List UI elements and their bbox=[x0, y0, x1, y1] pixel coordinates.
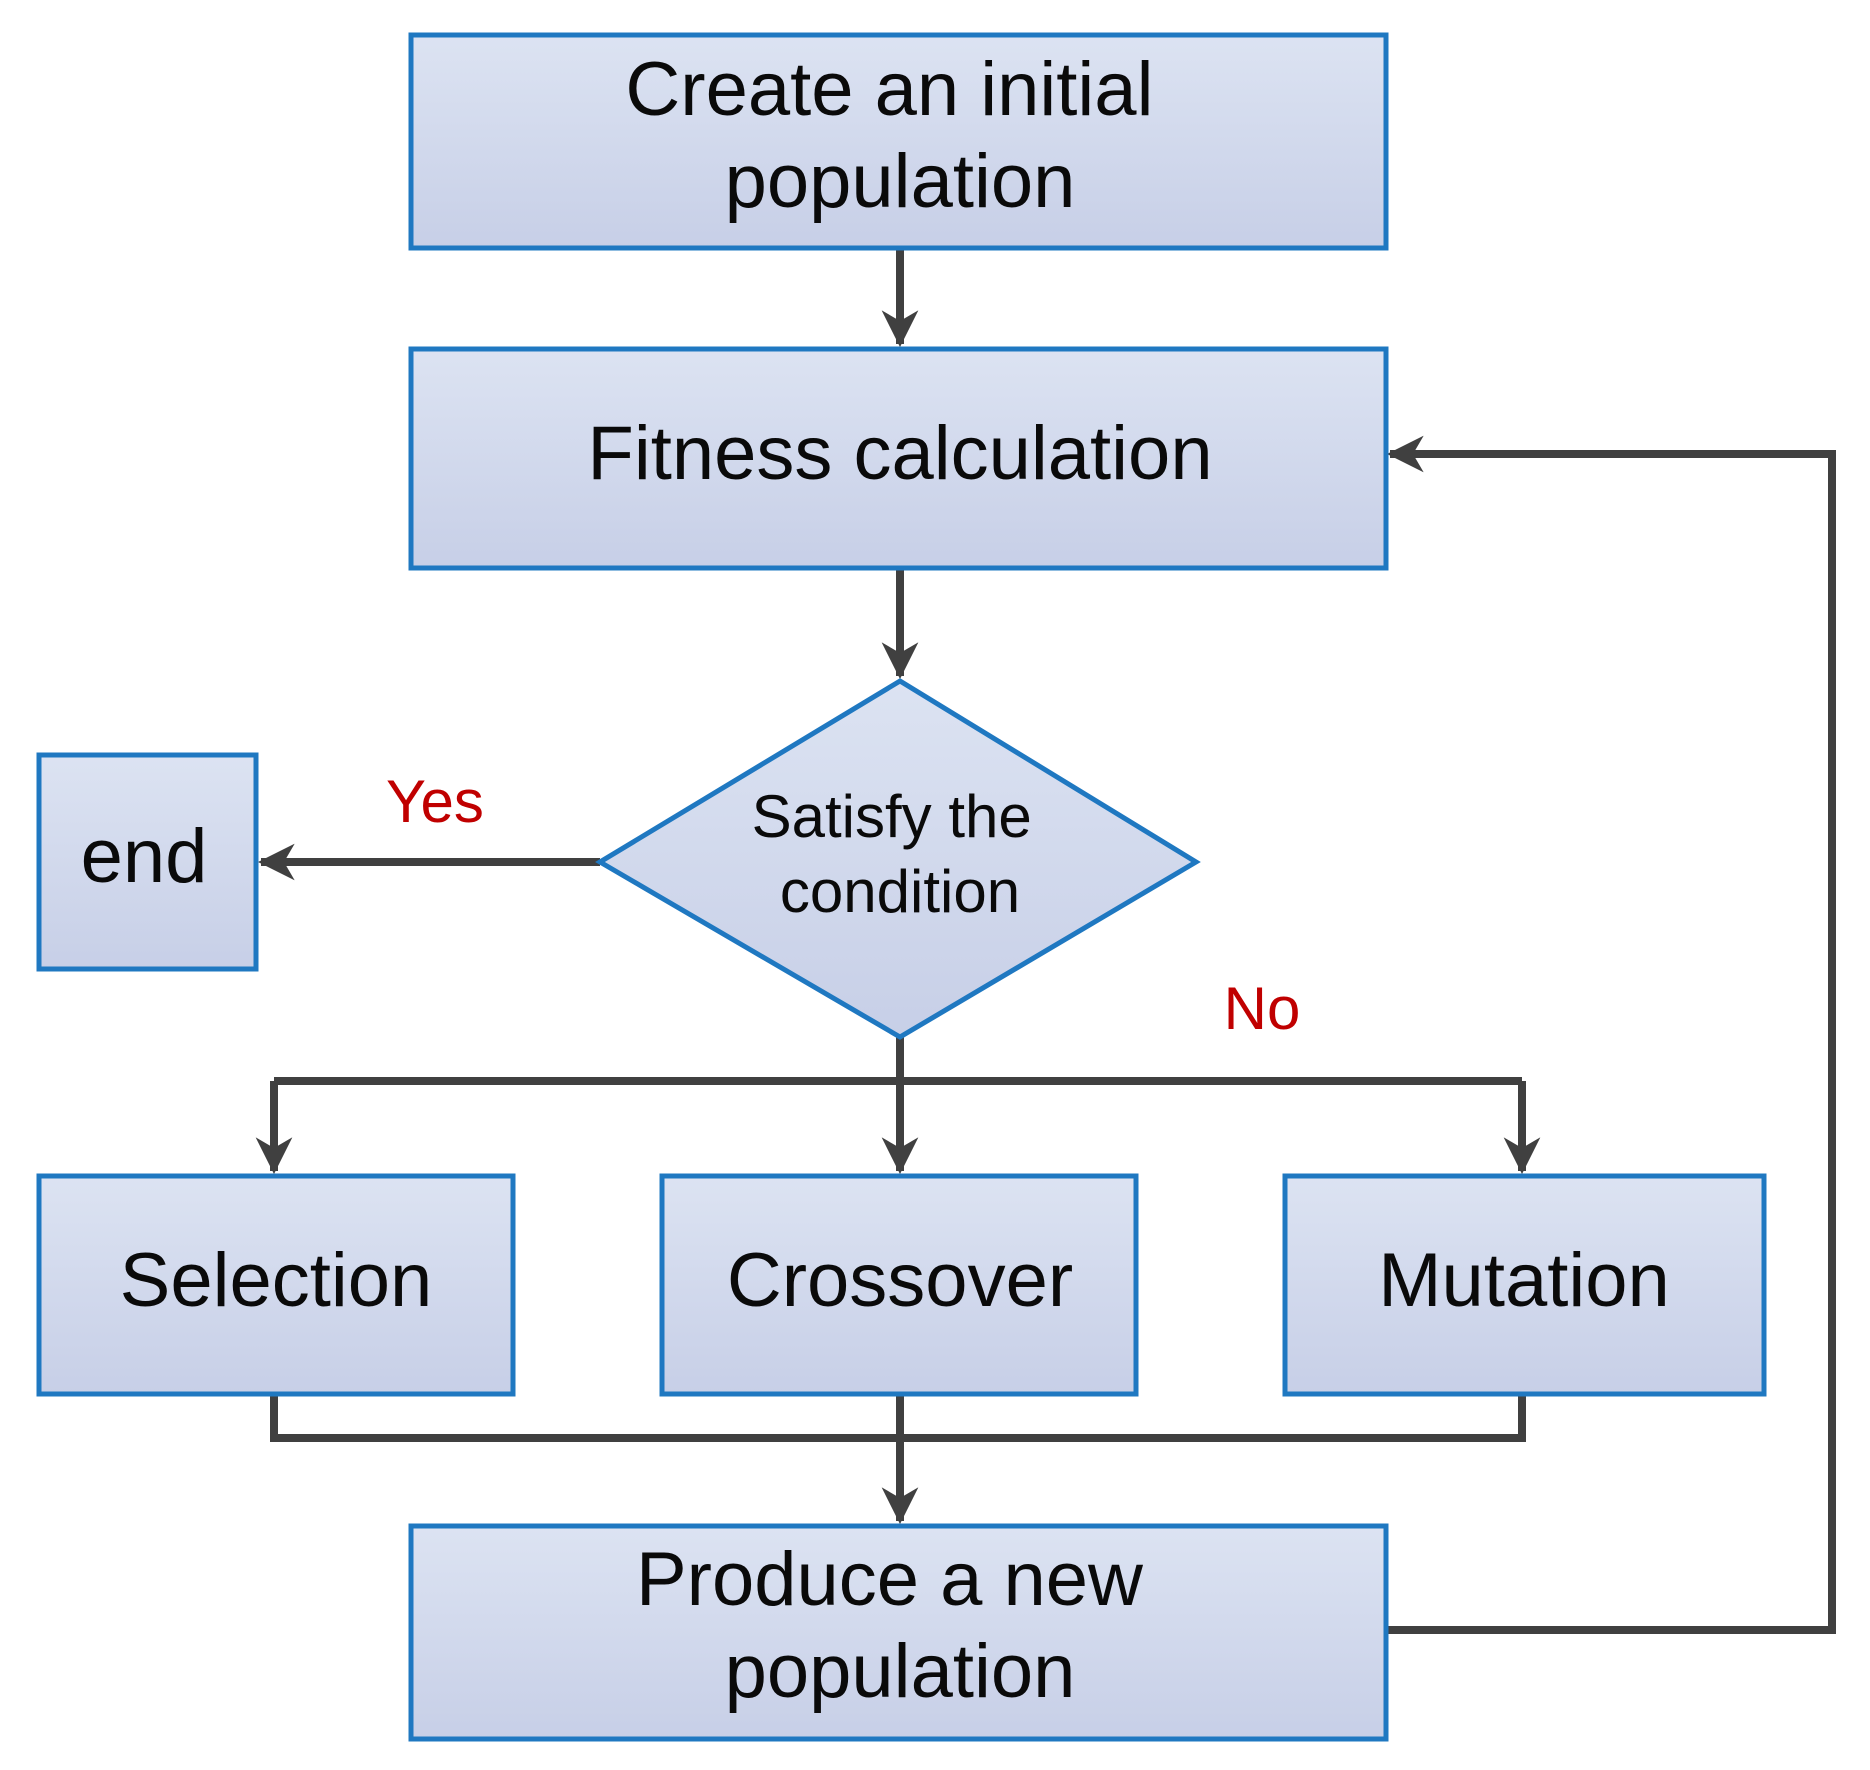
svg-text:Satisfy the condition: Satisfy the condition bbox=[752, 783, 1049, 925]
selection-box: Selection bbox=[36, 1173, 516, 1397]
crossover-label: Crossover bbox=[727, 1238, 1073, 1323]
end-label: end bbox=[81, 814, 208, 899]
selection-shape bbox=[36, 1173, 516, 1397]
satisfy-condition-decision: Satisfy the condition bbox=[595, 678, 1201, 1040]
mutation-shape bbox=[1282, 1173, 1767, 1397]
satisfy-condition-shape bbox=[595, 678, 1201, 1040]
satisfy-condition-line-1: Satisfy the bbox=[752, 783, 1032, 850]
yes-branch-label: Yes bbox=[386, 768, 484, 835]
mutation-label: Mutation bbox=[1378, 1238, 1670, 1323]
end-shape bbox=[36, 752, 259, 972]
satisfy-condition-line-2: condition bbox=[780, 858, 1020, 925]
svg-text:Create an initial popula: Create an initial population bbox=[625, 47, 1174, 224]
create-initial-population-line-2: population bbox=[725, 139, 1076, 224]
produce-new-population-shape bbox=[408, 1523, 1389, 1742]
create-initial-population-shape bbox=[408, 32, 1389, 251]
mutation-box: Mutation bbox=[1282, 1173, 1767, 1397]
create-initial-population-line-1: Create an initial bbox=[625, 47, 1153, 132]
crossover-shape bbox=[659, 1173, 1139, 1397]
connectors bbox=[255, 248, 1836, 1634]
produce-new-population-line-2: population bbox=[725, 1629, 1076, 1714]
produce-new-population-line-1: Produce a new bbox=[636, 1537, 1144, 1622]
fitness-calculation-label: Fitness calculation bbox=[587, 411, 1212, 496]
end-box: end bbox=[36, 752, 259, 972]
crossover-box: Crossover bbox=[659, 1173, 1139, 1397]
produce-new-population-box: Produce a new population bbox=[408, 1523, 1389, 1742]
create-initial-population-box: Create an initial population bbox=[408, 32, 1389, 251]
svg-text:Produce a new population: Produce a new population bbox=[636, 1537, 1164, 1714]
connector-loop-back-to-fitness bbox=[1385, 435, 1836, 1634]
no-branch-label: No bbox=[1224, 975, 1301, 1042]
fitness-calculation-shape bbox=[408, 346, 1389, 571]
fitness-calculation-box: Fitness calculation bbox=[408, 346, 1389, 571]
selection-label: Selection bbox=[120, 1238, 433, 1323]
